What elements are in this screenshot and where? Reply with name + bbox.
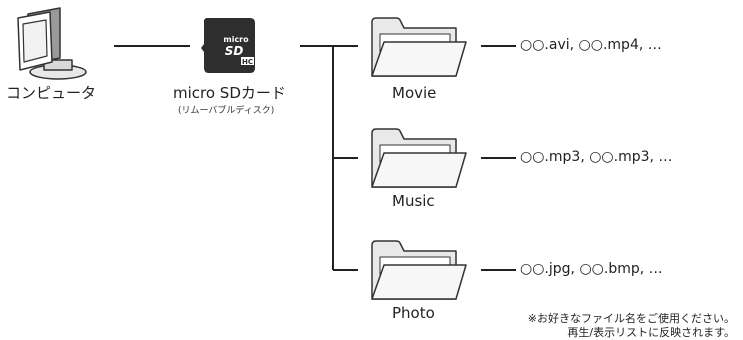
card-text-line3: HC — [242, 58, 253, 66]
card-text-line1: micro — [223, 35, 249, 44]
computer-label: コンピュータ — [6, 84, 97, 102]
folder-icon — [371, 240, 467, 300]
note-line1: ※お好きなファイル名をご使用ください。 — [527, 312, 735, 325]
folders-group — [371, 17, 467, 300]
tree-connectors — [300, 45, 516, 271]
note-line2: 再生/表示リストに反映されます。 — [567, 326, 735, 339]
computer-monitor-icon — [17, 7, 87, 80]
file-list-music: ○○.mp3, ○○.mp3, … — [520, 149, 673, 165]
file-list-movie: ○○.avi, ○○.mp4, … — [520, 37, 662, 53]
sdcard-sublabel: (リムーバブルディスク) — [178, 106, 275, 116]
folder-label-photo: Photo — [392, 304, 435, 322]
folder-icon — [371, 128, 467, 188]
microsd-card-icon: micro SD HC — [201, 18, 255, 73]
folder-label-music: Music — [392, 192, 435, 210]
folder-label-movie: Movie — [392, 84, 437, 102]
sdcard-label: micro SDカード — [173, 84, 286, 102]
note-text: ※お好きなファイル名をご使用ください。 再生/表示リストに反映されます。 — [528, 312, 735, 340]
file-list-photo: ○○.jpg, ○○.bmp, … — [520, 261, 663, 277]
card-text-line2: SD — [225, 44, 244, 58]
folder-icon — [371, 17, 467, 77]
